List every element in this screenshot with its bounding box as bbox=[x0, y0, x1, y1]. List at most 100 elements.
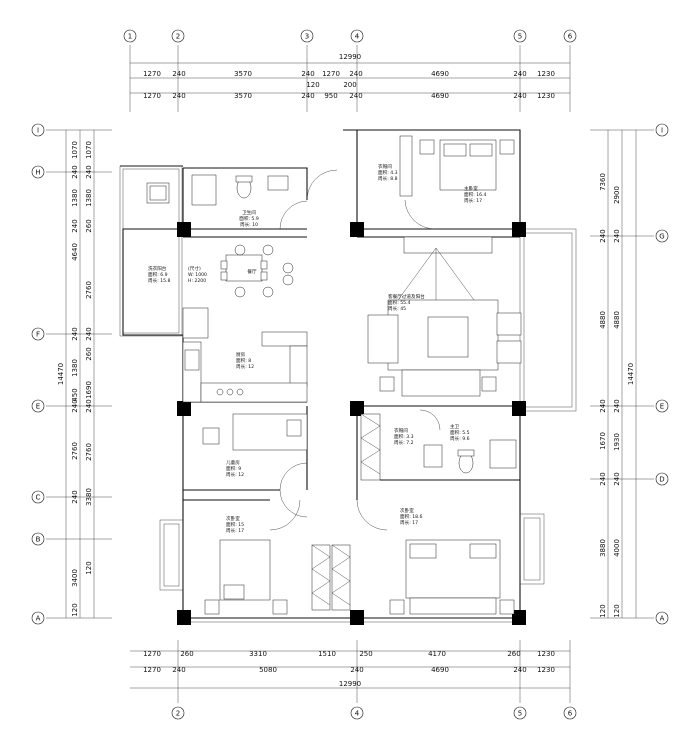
dim-label: 1380 bbox=[71, 359, 79, 377]
left-axis: I H F E C B A 14470 4640 2760 3400 1070 … bbox=[31, 123, 112, 625]
svg-text:2: 2 bbox=[176, 710, 180, 718]
svg-text:W: 1000: W: 1000 bbox=[188, 272, 207, 278]
dim-label: 450 bbox=[71, 388, 79, 401]
stool bbox=[234, 244, 246, 256]
axis-bubble: H bbox=[31, 165, 45, 179]
svg-text:周长: 9.6: 周长: 9.6 bbox=[450, 435, 470, 442]
svg-text:5: 5 bbox=[518, 33, 522, 41]
column bbox=[350, 610, 364, 625]
svg-text:面积: 6.9: 面积: 6.9 bbox=[148, 271, 168, 278]
svg-text:周长: 10: 周长: 10 bbox=[240, 221, 258, 228]
dim-label: 240 bbox=[85, 399, 93, 412]
dim-label: 2760 bbox=[71, 442, 79, 460]
side-table bbox=[481, 376, 497, 392]
room-label-dining-note: (尺寸) W: 1000 H: 2200 bbox=[188, 265, 207, 284]
column bbox=[177, 401, 191, 416]
dim-label: 200 bbox=[343, 81, 356, 89]
room-label-bath2: 卫生间 面积: 5.9 周长: 10 bbox=[239, 209, 259, 228]
svg-text:主卫: 主卫 bbox=[450, 423, 460, 430]
svg-text:儿童房: 儿童房 bbox=[226, 459, 240, 466]
dim-label: 4170 bbox=[428, 650, 446, 658]
dim-label: 4690 bbox=[431, 70, 449, 78]
svg-text:6: 6 bbox=[568, 33, 573, 41]
svg-text:洗衣阳台: 洗衣阳台 bbox=[148, 265, 167, 272]
dim-label: 4690 bbox=[431, 666, 449, 674]
svg-text:4: 4 bbox=[355, 33, 360, 41]
svg-text:H: H bbox=[35, 169, 40, 177]
axis-bubble: F bbox=[31, 327, 45, 341]
svg-text:周长: 12: 周长: 12 bbox=[236, 363, 254, 370]
dim-label: 240 bbox=[599, 229, 607, 242]
dim-label: 240 bbox=[71, 490, 79, 503]
column bbox=[512, 610, 526, 625]
dim-label: 3380 bbox=[85, 488, 93, 506]
room-label-laundry: 洗衣阳台 面积: 6.9 周长: 15.8 bbox=[148, 265, 171, 284]
bottom-axis-bubbles: 2 4 5 6 bbox=[171, 706, 577, 720]
dim-label: 4880 bbox=[613, 311, 621, 329]
svg-text:3: 3 bbox=[305, 33, 309, 41]
column bbox=[177, 222, 191, 237]
dim-label: 240 bbox=[513, 70, 526, 78]
svg-text:客餐厅过道及阳台: 客餐厅过道及阳台 bbox=[388, 293, 425, 300]
right-axis: I G E D A 7360 4880 3880 240 240 1670 24… bbox=[590, 123, 669, 625]
axis-bubble: 1 bbox=[123, 29, 137, 43]
nightstand bbox=[419, 139, 435, 155]
dim-label: 1380 bbox=[71, 189, 79, 207]
rug bbox=[409, 597, 497, 615]
axis-bubble: 4 bbox=[350, 29, 364, 43]
dim-label: 120 bbox=[613, 604, 621, 617]
dim-label: 120 bbox=[599, 604, 607, 617]
room-label-kitchen: 厨房 面积: 8 周长: 12 bbox=[236, 351, 254, 370]
dim-label: 240 bbox=[71, 165, 79, 178]
dim-label: 14470 bbox=[57, 363, 65, 385]
svg-text:A: A bbox=[36, 615, 41, 623]
dim-label: 14470 bbox=[627, 363, 635, 385]
room-labels: 卫生间 面积: 5.9 周长: 10 衣帽间 面积: 4.3 周长: 8.8 主… bbox=[148, 163, 487, 534]
svg-text:面积: 5.9: 面积: 5.9 bbox=[239, 215, 259, 222]
svg-text:(尺寸): (尺寸) bbox=[188, 265, 201, 272]
axis-bubble: I bbox=[31, 123, 45, 137]
stool bbox=[262, 286, 274, 298]
svg-text:面积: 4.3: 面积: 4.3 bbox=[378, 169, 398, 176]
kitchen-counter bbox=[289, 345, 308, 387]
dim-label: 1070 bbox=[71, 141, 79, 159]
axis-bubble: E bbox=[31, 399, 45, 413]
column bbox=[350, 401, 364, 416]
chair bbox=[220, 271, 228, 281]
svg-text:次卧室: 次卧室 bbox=[226, 515, 240, 522]
svg-text:面积: 5.5: 面积: 5.5 bbox=[450, 429, 470, 436]
dim-label: 250 bbox=[359, 650, 372, 658]
dim-label: 4000 bbox=[613, 539, 621, 557]
dim-label: 1670 bbox=[599, 432, 607, 450]
pillow bbox=[469, 543, 497, 559]
dim-label: 240 bbox=[349, 92, 362, 100]
dim-label: 240 bbox=[85, 327, 93, 340]
nightstand bbox=[389, 599, 405, 615]
structural-columns bbox=[177, 222, 526, 625]
dim-label: 120 bbox=[71, 603, 79, 616]
svg-text:面积: 55.4: 面积: 55.4 bbox=[388, 299, 411, 306]
svg-text:I: I bbox=[37, 127, 39, 135]
svg-text:周长: 17: 周长: 17 bbox=[226, 527, 244, 534]
svg-text:E: E bbox=[36, 403, 40, 411]
dim-label: 12990 bbox=[339, 53, 361, 61]
dim-label: 2900 bbox=[613, 186, 621, 204]
axis-bubble: 3 bbox=[300, 29, 314, 43]
stove-icon bbox=[216, 388, 224, 396]
dim-label: 240 bbox=[71, 219, 79, 232]
axis-bubble: E bbox=[655, 399, 669, 413]
nightstand bbox=[204, 599, 220, 615]
dim-label: 260 bbox=[180, 650, 193, 658]
dim-label: 240 bbox=[513, 666, 526, 674]
chair bbox=[260, 260, 268, 270]
axis-bubble: 2 bbox=[171, 29, 185, 43]
dim-label: 3400 bbox=[71, 569, 79, 587]
dim-label: 240 bbox=[301, 92, 314, 100]
svg-text:周长: 17: 周长: 17 bbox=[400, 519, 418, 526]
stool bbox=[262, 244, 274, 256]
svg-text:H: 2200: H: 2200 bbox=[188, 278, 206, 284]
tv-cabinet bbox=[427, 316, 469, 358]
dim-label: 1070 bbox=[85, 141, 93, 159]
dim-label: 3880 bbox=[599, 539, 607, 557]
